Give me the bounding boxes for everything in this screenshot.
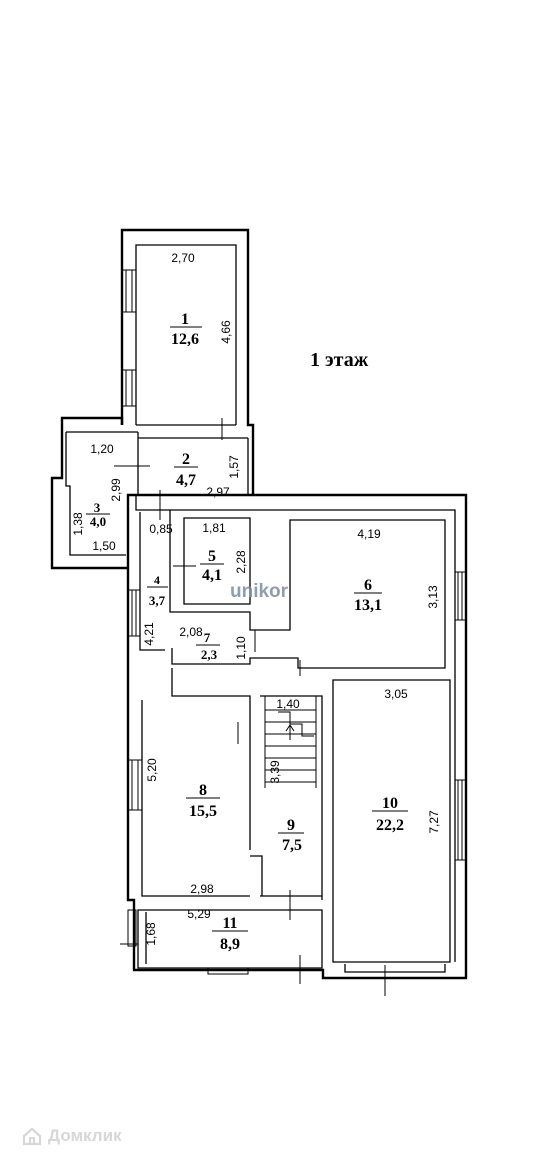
dim-label: 4,21 <box>142 622 156 646</box>
room-labels: 1 12,6 2 4,7 3 4,0 4 3,7 5 4,1 6 13,1 7 … <box>86 311 408 953</box>
room-5-number: 5 <box>208 548 216 565</box>
room-1-number: 1 <box>181 311 189 328</box>
walls <box>50 228 468 996</box>
dim-label: 0,85 <box>149 522 173 536</box>
room-11-number: 11 <box>222 915 237 932</box>
room-2-number: 2 <box>182 451 190 468</box>
room-10-area: 22,2 <box>376 817 404 834</box>
domclick-watermark: Домклик <box>22 1126 122 1146</box>
stairs <box>264 696 317 788</box>
dim-label: 2,99 <box>109 478 123 502</box>
room-7-number: 7 <box>204 630 211 645</box>
dim-label: 2,28 <box>234 550 248 574</box>
floor-title: 1 этаж <box>310 349 369 371</box>
room-9-number: 9 <box>287 817 295 834</box>
dim-label: 1,57 <box>227 455 241 479</box>
room-4-number: 4 <box>154 573 160 587</box>
windows <box>121 269 467 975</box>
dim-label: 1,38 <box>71 512 85 536</box>
dim-label: 1,81 <box>202 521 226 535</box>
dim-label: 2,98 <box>190 882 214 896</box>
dim-label: 5,29 <box>187 907 211 921</box>
dim-label: 3,39 <box>268 760 282 784</box>
room-3-number: 3 <box>94 500 101 515</box>
room-2-area: 4,7 <box>176 472 196 489</box>
dim-label: 1,40 <box>276 697 300 711</box>
dim-label: 1,68 <box>144 922 158 946</box>
room-7-area: 2,3 <box>201 647 218 662</box>
room-3-area: 4,0 <box>90 514 106 529</box>
watermark-text: Домклик <box>48 1126 122 1145</box>
dimension-labels: 2,70 4,66 1,20 1,57 2,97 2,99 1,38 1,50 … <box>71 251 441 946</box>
dim-label: 4,19 <box>357 527 381 541</box>
room-6-number: 6 <box>364 577 372 594</box>
room-8-area: 15,5 <box>189 803 217 820</box>
dim-label: 3,13 <box>426 585 440 609</box>
unikor-logo: unikor <box>230 581 289 602</box>
room-5-area: 4,1 <box>202 567 222 584</box>
dim-label: 1,20 <box>90 442 114 456</box>
dim-label: 3,05 <box>384 687 408 701</box>
room-11-area: 8,9 <box>220 936 240 953</box>
dim-label: 2,70 <box>171 251 195 265</box>
dim-label: 2,97 <box>206 485 230 499</box>
room-6-area: 13,1 <box>354 597 382 614</box>
dim-label: 4,66 <box>219 320 233 344</box>
dim-label: 5,20 <box>145 758 159 782</box>
room-10-number: 10 <box>382 795 398 812</box>
dim-label: 1,10 <box>234 636 248 660</box>
room-4-area: 3,7 <box>149 593 166 608</box>
dim-label: 7,27 <box>427 810 441 834</box>
room-1-area: 12,6 <box>171 331 199 348</box>
room-8-number: 8 <box>199 782 207 799</box>
dim-label: 2,08 <box>179 625 203 639</box>
room-9-area: 7,5 <box>282 837 302 854</box>
house-icon <box>22 1127 42 1146</box>
dim-label: 1,50 <box>92 539 116 553</box>
